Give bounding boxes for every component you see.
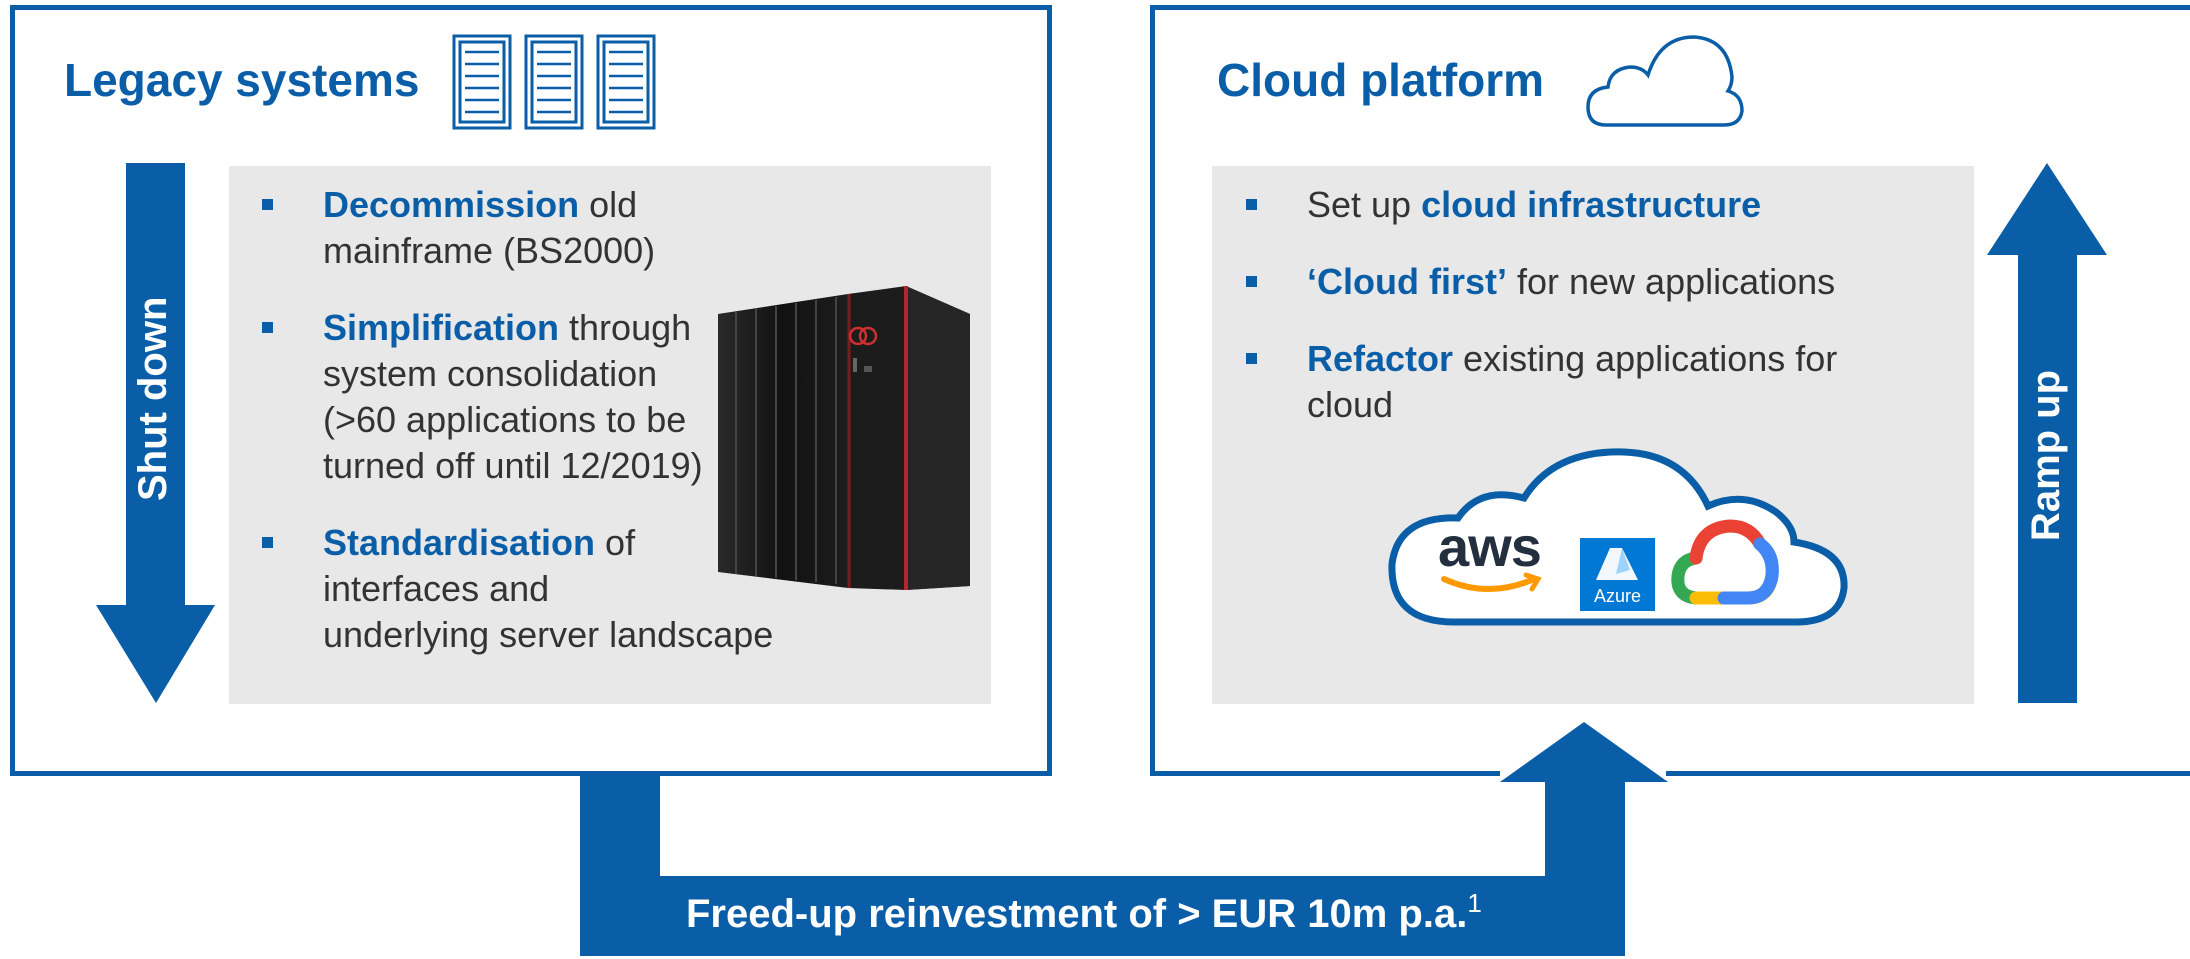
reinvestment-label: Freed-up reinvestment of > EUR 10m p.a.1 — [686, 888, 1482, 936]
cloud-providers-cloud — [1388, 448, 1848, 626]
ramp-up-arrow — [1987, 163, 2107, 703]
legacy-systems-title: Legacy systems — [64, 54, 420, 106]
bullet-icon — [1246, 276, 1257, 287]
cloud-bullet-list: Set up cloud infrastructure ‘Cloud first… — [1246, 182, 1966, 459]
list-item: Set up cloud infrastructure — [1246, 182, 1966, 228]
bullet-icon — [262, 322, 273, 333]
cloud-outline-icon — [1586, 35, 1744, 127]
bullet-icon — [262, 537, 273, 548]
shut-down-arrow — [96, 163, 215, 703]
server-rack-icon — [452, 34, 512, 130]
bullet-icon — [1246, 199, 1257, 210]
azure-logo: Azure — [1580, 538, 1655, 611]
list-item: ‘Cloud first’ for new applications — [1246, 259, 1966, 305]
server-rack-icon — [524, 34, 584, 130]
server-rack-icons — [452, 34, 656, 130]
google-cloud-logo — [1671, 519, 1779, 605]
bullet-icon — [262, 199, 273, 210]
mainframe-image — [718, 286, 970, 590]
bullet-icon — [1246, 353, 1257, 364]
ramp-up-label: Ramp up — [2024, 369, 2068, 542]
server-rack-icon — [596, 34, 656, 130]
cloud-platform-title: Cloud platform — [1217, 54, 1545, 106]
aws-logo: aws — [1438, 519, 1554, 609]
